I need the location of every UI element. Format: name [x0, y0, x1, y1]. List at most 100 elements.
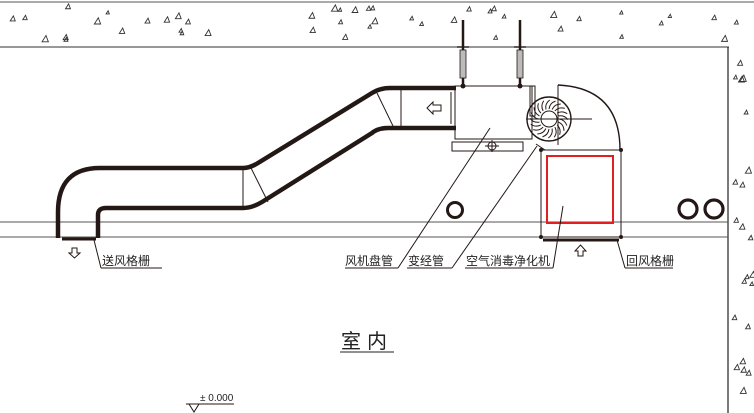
concrete-speck — [330, 3, 339, 12]
room-label: 室内 — [341, 329, 393, 353]
concrete-speck — [501, 13, 507, 19]
concrete-speck — [741, 277, 748, 284]
hanger-rods — [457, 20, 526, 89]
concrete-speck — [118, 27, 126, 34]
fan-blade — [537, 128, 547, 135]
concrete-speck — [365, 4, 372, 11]
concrete-speck — [63, 36, 69, 42]
pipes — [446, 198, 725, 220]
fan-blade — [558, 118, 568, 126]
concrete-speck — [204, 28, 212, 37]
concrete-speck — [731, 314, 738, 321]
fan-blade — [541, 100, 545, 112]
fan-blade — [548, 128, 553, 139]
concrete-speck — [62, 33, 69, 41]
supply-down-arrow-icon — [67, 247, 82, 259]
fan-coil-unit — [451, 85, 536, 152]
concrete-speck — [736, 59, 744, 66]
concrete-speck — [174, 11, 182, 20]
concrete-speck — [739, 181, 746, 188]
concrete-speck — [737, 74, 746, 83]
concrete-speck — [732, 74, 738, 80]
concrete-speck — [369, 4, 376, 11]
fan-blade — [554, 107, 565, 112]
concrete-speck — [711, 14, 718, 21]
fan-blade — [556, 124, 561, 135]
concrete-speck — [557, 25, 564, 32]
fan-blade — [548, 100, 556, 110]
concrete-speck — [450, 15, 458, 23]
supply-duct — [55, 85, 456, 241]
concrete-speck — [163, 15, 171, 23]
concrete-speck — [337, 18, 344, 25]
concrete-speck — [658, 19, 664, 26]
concrete-speck — [749, 280, 754, 287]
label-purifier: 空气消毒净化机 — [466, 253, 550, 268]
concrete-speck — [465, 5, 472, 12]
return-up-arrow-icon — [573, 244, 588, 257]
concrete-speck — [409, 15, 415, 21]
concrete-speck — [618, 33, 625, 39]
concrete-speck — [739, 74, 747, 82]
fan-blade — [537, 103, 542, 114]
concrete-speck — [184, 18, 192, 25]
concrete-speck — [733, 363, 741, 371]
concrete-speck — [418, 20, 425, 26]
blower-fan — [526, 84, 621, 151]
concrete-speck — [732, 178, 739, 185]
concrete-speck — [744, 166, 753, 174]
concrete-speck — [720, 34, 729, 42]
fan-blade — [529, 118, 540, 123]
concrete-speck — [739, 386, 747, 394]
label-fan-coil: 风机盘管 — [345, 253, 393, 268]
fan-blade — [556, 111, 568, 115]
concrete-speck — [371, 16, 379, 25]
concrete-speck — [179, 30, 185, 36]
fan-blade — [533, 126, 544, 131]
airflow-left-arrow-icon — [426, 100, 442, 116]
fan-blade — [542, 128, 550, 138]
label-supply-grille: 送风格栅 — [102, 253, 150, 268]
concrete-speck — [22, 14, 28, 21]
concrete-speck — [667, 13, 673, 18]
concrete-speck — [733, 19, 739, 25]
suspended-ceiling — [0, 221, 728, 238]
label-return-grille: 回风格栅 — [626, 253, 674, 268]
elevation-value: ± 0.000 — [200, 393, 234, 404]
concrete-speck — [105, 9, 110, 15]
concrete-speck — [576, 15, 582, 22]
concrete-speck — [487, 7, 493, 14]
concrete-speck — [744, 273, 750, 280]
concrete-speck — [743, 109, 749, 115]
concrete-speck — [744, 323, 751, 330]
concrete-speck — [739, 357, 747, 365]
concrete-speck — [144, 17, 151, 24]
fan-blade — [551, 103, 561, 110]
concrete-speck — [341, 33, 349, 40]
concrete-texture — [9, 2, 754, 394]
fan-blade — [558, 115, 569, 120]
concrete-speck — [64, 2, 72, 10]
concrete-speck — [733, 216, 740, 223]
concrete-speck — [308, 11, 316, 19]
leader-lines — [93, 127, 673, 269]
ceiling-slab — [0, 1, 754, 48]
fan-blade — [553, 126, 557, 138]
concrete-speck — [178, 27, 184, 33]
concrete-speck — [738, 222, 746, 230]
concrete-speck — [41, 34, 50, 43]
concrete-speck — [337, 6, 343, 12]
concrete-speck — [367, 23, 373, 29]
fan-blade — [545, 99, 550, 110]
fan-blade — [530, 123, 542, 127]
concrete-speck — [618, 9, 624, 15]
concrete-speck — [740, 365, 747, 373]
concrete-speck — [747, 234, 754, 241]
concrete-speck — [749, 270, 754, 278]
elevation-mark: ± 0.000 — [186, 393, 234, 413]
concrete-speck — [490, 4, 497, 12]
air-purifier-unit — [539, 148, 623, 242]
fan-blade — [530, 112, 540, 120]
